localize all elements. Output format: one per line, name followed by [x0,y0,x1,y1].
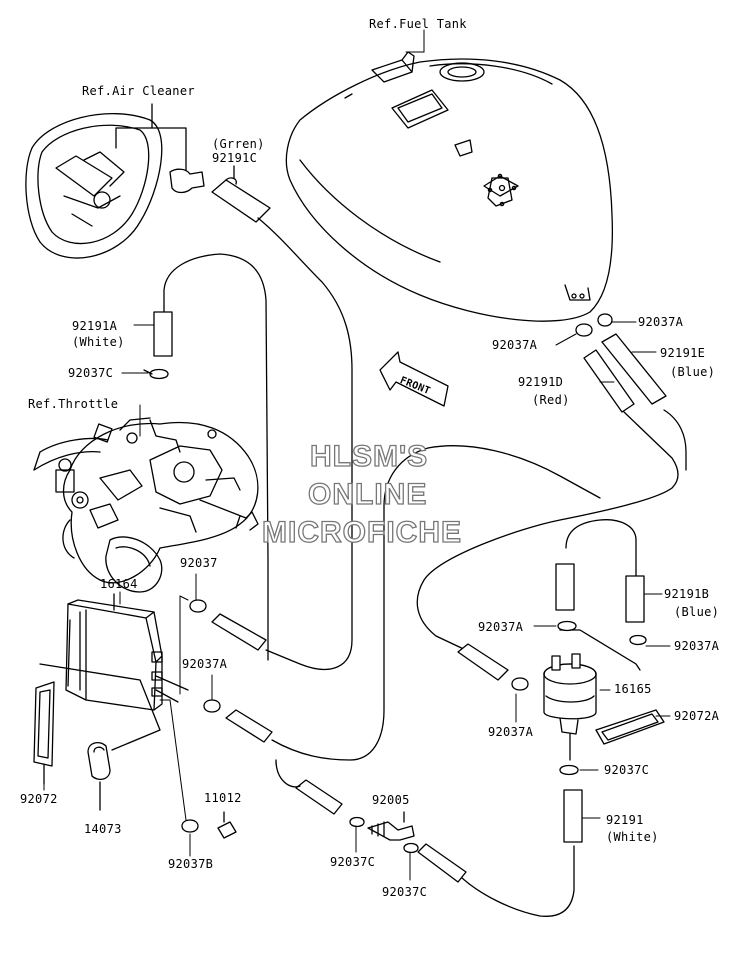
hose-route-f [416,411,679,653]
hose-segment-lower [295,779,343,815]
part-92037a-filter-top: 92037A [478,620,524,634]
part-16164: 16164 [100,577,138,591]
strap-92072 [33,681,55,785]
part-92037a-filter-left: 92037A [488,725,534,739]
part-92037c-bottom1: 92037C [330,855,376,869]
part-92037a-left: 92037A [182,657,228,671]
hose-92191e [601,333,667,405]
fuel-tank [285,51,613,322]
part-92191c-color: (Grren) [212,137,265,151]
hose-route-a [163,253,269,661]
part-92037a-tank-right: 92037A [638,315,684,329]
part-92037a-filter-right: 92037A [674,639,720,653]
bracket-92072a [595,709,665,745]
part-92037a-tank-left: 92037A [492,338,538,352]
fitting-92005 [367,811,415,841]
hose-segment-middle [225,709,273,743]
bracket-14073 [87,741,111,811]
front-arrow [379,351,449,407]
part-14073: 14073 [84,822,122,836]
hose-filter-inlet [457,643,509,681]
hose-segment-upper [211,613,267,651]
part-92072: 92072 [20,792,58,806]
hose-route-b [257,217,353,671]
watermark-line3: MICROFICHE [261,516,462,549]
part-92191a: 92191A [72,319,118,333]
part-92072a: 92072A [674,709,720,723]
part-92191e: 92191E [660,346,706,360]
part-92191b: 92191B [664,587,710,601]
leader-lines [43,29,671,881]
ref-air-cleaner-label: Ref.Air Cleaner [82,84,195,98]
air-cleaner [25,103,205,259]
watermark-line2: ONLINE [307,478,428,511]
part-92191d-color: (Red) [532,393,570,407]
hose-92191 [563,789,583,843]
part-92037c-bottom2: 92037C [382,885,428,899]
part-92191e-color: (Blue) [670,365,716,379]
cap-11012 [217,811,237,839]
part-92191a-color: (White) [72,335,125,349]
part-92037c-filter: 92037C [604,763,650,777]
part-92191d: 92191D [518,375,564,389]
part-92037b: 92037B [168,857,214,871]
hose-route-g [663,409,687,471]
part-92005: 92005 [372,793,410,807]
throttle-body [33,417,259,593]
hose-short-left [555,563,575,611]
hose-route-c [271,445,601,761]
part-92037: 92037 [180,556,218,570]
hose-92191b [625,575,645,623]
clamps [143,313,647,854]
part-92191: 92191 [606,813,644,827]
canister-group-line [39,663,161,751]
ref-throttle-label: Ref.Throttle [28,397,119,411]
hose-route-h [565,519,637,579]
hose-route-d [275,759,301,788]
part-92191b-color: (Blue) [674,605,720,619]
part-11012: 11012 [204,791,242,805]
canister-16164 [65,593,189,711]
part-92191c: 92191C [212,151,258,165]
hose-92191d [583,349,635,413]
fuel-filter-16165 [543,629,641,761]
hose-segment-right [417,843,467,883]
hose-route-e [461,845,575,917]
part-92191-color: (White) [606,830,659,844]
part-92037c-left: 92037C [68,366,114,380]
watermark-line1: HLSM'S [309,440,429,473]
part-16165: 16165 [614,682,652,696]
hose-92191a [153,311,173,357]
ref-fuel-tank-label: Ref.Fuel Tank [369,17,467,31]
hose-92191c [211,165,271,223]
